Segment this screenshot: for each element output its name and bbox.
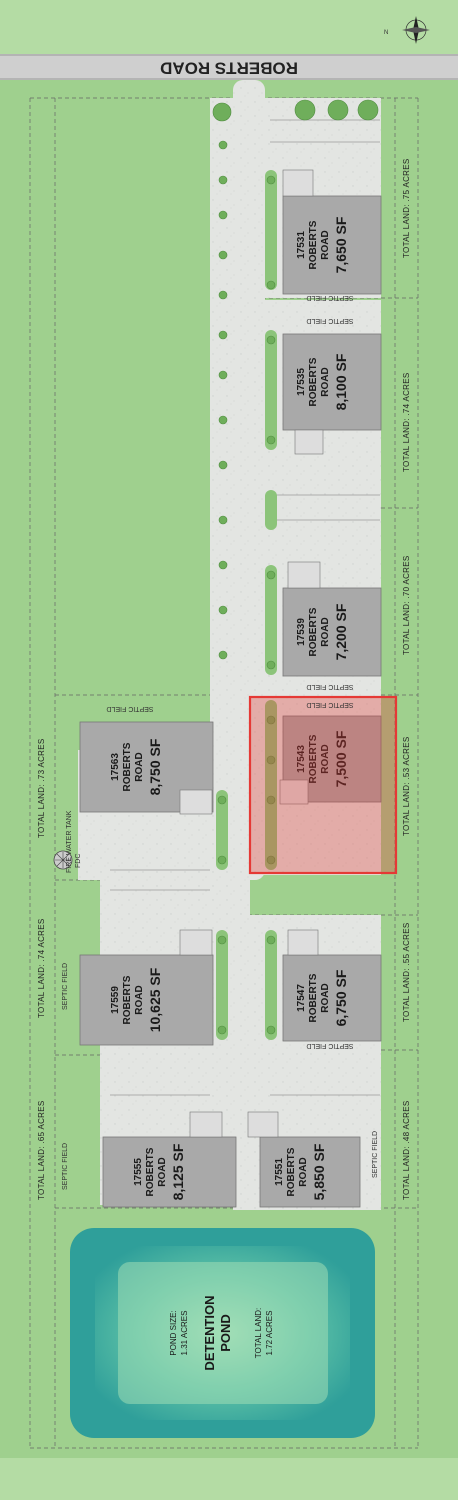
total-land-label-r3: TOTAL LAND: .70 ACRES	[402, 555, 411, 655]
fire-water-tank-icon	[53, 850, 73, 870]
building-17531[interactable]: 17531 ROBERTS ROAD 7,650 SF	[282, 169, 382, 295]
building-street: ROBERTS	[286, 1147, 297, 1196]
building-size: 8,125 SF	[170, 1143, 186, 1200]
building-number: 17551	[274, 1158, 285, 1186]
building-size: 7,650 SF	[333, 216, 349, 273]
total-land-label-l1: TOTAL LAND: .73 ACRES	[37, 738, 46, 838]
fdc-label: FDC	[75, 854, 82, 868]
landscape-islands	[216, 170, 277, 1040]
detention-pond	[70, 1228, 375, 1438]
grass-top-strip	[0, 0, 458, 54]
building-size: 10,625 SF	[147, 967, 163, 1032]
building-17551[interactable]: 17551 ROBERTS ROAD 5,850 SF	[247, 1111, 361, 1208]
building-size: 5,850 SF	[311, 1143, 327, 1200]
building-size: 7,200 SF	[333, 603, 349, 660]
septic-field-label-1: SEPTIC FIELD	[306, 294, 353, 301]
total-land-label-r4: TOTAL LAND: .53 ACRES	[402, 736, 411, 836]
pond-size-label: POND SIZE:	[169, 1310, 178, 1355]
septic-field-label-3: SEPTIC FIELD	[306, 683, 353, 690]
building-suffix: ROAD	[320, 230, 331, 259]
building-17555[interactable]: 17555 ROBERTS ROAD 8,125 SF	[102, 1111, 237, 1208]
building-suffix: ROAD	[157, 1157, 168, 1186]
building-number: 17543	[296, 745, 307, 773]
fire-water-tank-label: FIRE WATER TANK	[66, 810, 73, 873]
building-number: 17559	[110, 986, 121, 1014]
building-number: 17563	[110, 753, 121, 781]
building-suffix: ROAD	[320, 744, 331, 773]
total-land-label-r5: TOTAL LAND: .55 ACRES	[402, 922, 411, 1022]
building-number: 17547	[296, 984, 307, 1012]
building-number: 17535	[296, 368, 307, 396]
building-street: ROBERTS	[308, 973, 319, 1022]
pond-title-line1: DETENTION	[202, 1295, 217, 1370]
road-label: ROBERTS ROAD	[160, 59, 298, 78]
building-street: ROBERTS	[308, 734, 319, 783]
building-17535[interactable]: 17535 ROBERTS ROAD 8,100 SF	[282, 333, 382, 455]
septic-field-label-4: SEPTIC FIELD	[306, 701, 353, 708]
septic-field-label-8: SEPTIC FIELD	[62, 1143, 69, 1190]
compass-icon: N	[384, 16, 430, 44]
septic-field-label-7: SEPTIC FIELD	[62, 963, 69, 1010]
building-number: 17531	[296, 231, 307, 259]
building-17539[interactable]: 17539 ROBERTS ROAD 7,200 SF	[282, 561, 382, 677]
pond-land-label: TOTAL LAND:	[254, 1308, 263, 1359]
building-suffix: ROAD	[320, 367, 331, 396]
total-land-label-r6: TOTAL LAND: .48 ACRES	[402, 1100, 411, 1200]
total-land-label-r2: TOTAL LAND: .74 ACRES	[402, 372, 411, 472]
building-suffix: ROAD	[320, 983, 331, 1012]
grass-bottom-strip	[0, 1458, 458, 1500]
building-street: ROBERTS	[145, 1147, 156, 1196]
building-size: 7,500 SF	[333, 730, 349, 787]
building-suffix: ROAD	[320, 617, 331, 646]
building-17559[interactable]: 17559 ROBERTS ROAD 10,625 SF	[79, 929, 214, 1046]
pond-land-value: 1.72 ACRES	[265, 1311, 274, 1356]
total-land-label-l3: TOTAL LAND: .65 ACRES	[37, 1100, 46, 1200]
parking-stripes	[110, 119, 380, 1096]
selected-unit-highlight[interactable]	[248, 695, 398, 875]
roberts-road	[0, 54, 458, 80]
building-street: ROBERTS	[308, 607, 319, 656]
septic-field-label-9: SEPTIC FIELD	[372, 1131, 379, 1178]
building-size: 8,750 SF	[147, 738, 163, 795]
building-street: ROBERTS	[308, 357, 319, 406]
building-number: 17555	[133, 1158, 144, 1186]
building-street: ROBERTS	[122, 742, 133, 791]
building-suffix: ROAD	[134, 752, 145, 781]
building-17563[interactable]: 17563 ROBERTS ROAD 8,750 SF	[79, 721, 214, 815]
building-suffix: ROAD	[298, 1157, 309, 1186]
building-street: ROBERTS	[308, 220, 319, 269]
building-17547[interactable]: 17547 ROBERTS ROAD 6,750 SF	[282, 929, 382, 1042]
compass-north-label: N	[384, 30, 388, 36]
building-size: 8,100 SF	[333, 353, 349, 410]
building-17543[interactable]: 17543 ROBERTS ROAD 7,500 SF	[279, 715, 382, 805]
building-street: ROBERTS	[122, 975, 133, 1024]
septic-field-label-5: SEPTIC FIELD	[106, 705, 153, 712]
total-land-label-r1: TOTAL LAND: .75 ACRES	[402, 158, 411, 258]
building-size: 6,750 SF	[333, 969, 349, 1026]
pond-size-value: 1.31 ACRES	[180, 1311, 189, 1356]
total-land-label-l2: TOTAL LAND: .74 ACRES	[37, 918, 46, 1018]
septic-field-label-6: SEPTIC FIELD	[306, 1042, 353, 1049]
building-suffix: ROAD	[134, 985, 145, 1014]
pond-title-line2: POND	[218, 1314, 233, 1352]
septic-field-label-2: SEPTIC FIELD	[306, 317, 353, 324]
building-number: 17539	[296, 618, 307, 646]
